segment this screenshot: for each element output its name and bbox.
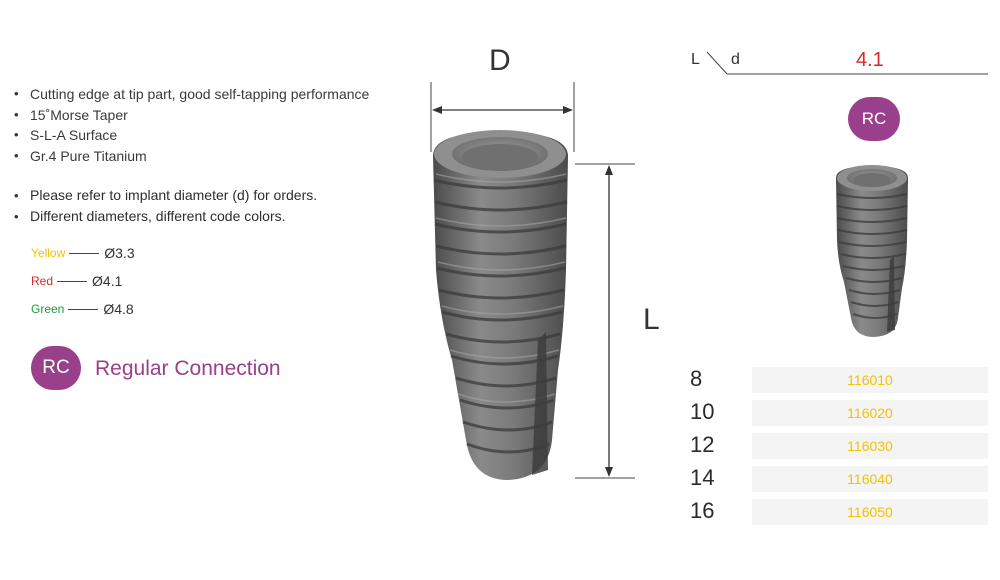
diameter-dimension — [430, 82, 575, 152]
implant-diagram — [430, 82, 635, 480]
feature-item: Cutting edge at tip part, good self-tapp… — [12, 84, 369, 105]
code-cell: 116040 — [752, 466, 988, 492]
diameter-column-value: 4.1 — [856, 49, 884, 71]
feature-item: S-L-A Surface — [12, 125, 369, 146]
length-dimension — [575, 163, 635, 479]
length-cell: 14 — [690, 465, 715, 490]
note-item: Please refer to implant diameter (d) for… — [12, 185, 317, 206]
order-notes: Please refer to implant diameter (d) for… — [12, 185, 317, 227]
color-code-red: Red Ø4.1 — [31, 273, 122, 289]
header-diameter: d — [731, 51, 740, 68]
diameter-label: D — [489, 44, 511, 77]
color-code-green: Green Ø4.8 — [31, 301, 134, 317]
length-cell: 8 — [690, 366, 703, 391]
note-item: Different diameters, different code colo… — [12, 206, 317, 227]
code-cell: 116030 — [752, 433, 988, 459]
dash-line — [69, 252, 100, 254]
connection-label: Regular Connection — [95, 357, 281, 380]
length-cell: 16 — [690, 498, 715, 523]
color-code-yellow: Yellow Ø3.3 — [31, 245, 135, 261]
color-name: Red — [31, 274, 54, 288]
dash-line — [68, 308, 99, 310]
diameter-value: Ø4.8 — [103, 301, 134, 317]
connection-badge: RC — [31, 346, 81, 390]
implant-thumbnail — [836, 165, 908, 337]
implant-body — [433, 130, 568, 480]
feature-item: Gr.4 Pure Titanium — [12, 146, 369, 167]
header-divider — [706, 51, 988, 75]
dash-line — [57, 280, 88, 282]
code-cell: 116010 — [752, 367, 988, 393]
code-cell: 116050 — [752, 499, 988, 525]
diameter-value: Ø4.1 — [92, 273, 123, 289]
feature-item: 15˚Morse Taper — [12, 105, 369, 126]
color-name: Green — [31, 302, 65, 316]
length-cell: 12 — [690, 432, 715, 457]
color-name: Yellow — [31, 246, 66, 260]
header-length: L — [691, 51, 700, 68]
code-cell: 116020 — [752, 400, 988, 426]
diameter-value: Ø3.3 — [104, 245, 135, 261]
table-connection-badge: RC — [848, 97, 900, 141]
length-label: L — [643, 303, 660, 336]
feature-list: Cutting edge at tip part, good self-tapp… — [12, 84, 369, 166]
length-cell: 10 — [690, 399, 715, 424]
